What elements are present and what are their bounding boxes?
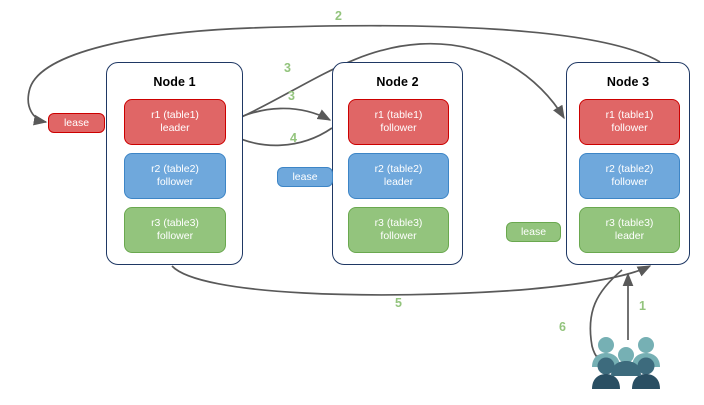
users-icon-svg [592,337,660,389]
node-title-1: Node 1 [153,75,196,89]
replica-node3-r1[interactable]: r1 (table1) follower [579,99,680,145]
replica-node1-r3[interactable]: r3 (table3) follower [124,207,226,253]
replica-node2-r2[interactable]: r2 (table2) leader [348,153,449,199]
replica-node1-r1[interactable]: r1 (table1) leader [124,99,226,145]
lease-badge-r1[interactable]: lease [48,113,105,133]
replica-name: r1 (table1) [151,109,199,121]
lease-badge-r2[interactable]: lease [277,167,333,187]
lease-badge-r3[interactable]: lease [506,222,561,242]
replica-name: r1 (table1) [605,109,654,121]
node-box-3[interactable]: Node 3 r1 (table1) follower r2 (table2) … [566,62,690,265]
replica-node1-r2[interactable]: r2 (table2) follower [124,153,226,199]
replica-role: follower [156,230,194,242]
replica-name: r2 (table2) [605,163,654,175]
node-box-1[interactable]: Node 1 r1 (table1) leader r2 (table2) fo… [106,62,243,265]
replica-role: follower [156,176,194,188]
replica-role: follower [611,176,648,188]
replica-role: follower [611,122,648,134]
replica-role: leader [383,176,414,188]
replica-name: r1 (table1) [374,109,423,121]
step-label-2: 2 [335,9,342,23]
replica-node2-r3[interactable]: r3 (table3) follower [348,207,449,253]
replica-node3-r2[interactable]: r2 (table2) follower [579,153,680,199]
replica-name: r2 (table2) [151,163,199,175]
replica-role: leader [614,230,645,242]
step-label-1: 1 [639,299,646,313]
step-label-3-upper: 3 [284,61,291,75]
step-label-5: 5 [395,296,402,310]
replica-name: r3 (table3) [151,217,199,229]
node-title-2: Node 2 [376,75,419,89]
replica-role: follower [380,122,417,134]
step-label-6: 6 [559,320,566,334]
users-icon [590,333,662,389]
replica-name: r3 (table3) [605,217,654,229]
step-label-3-lower: 3 [288,89,295,103]
step-label-4: 4 [290,131,297,145]
node-box-2[interactable]: Node 2 r1 (table1) follower r2 (table2) … [332,62,463,265]
arrow-step-4 [228,127,333,147]
replica-node2-r1[interactable]: r1 (table1) follower [348,99,449,145]
replica-name: r3 (table3) [374,217,423,229]
arrow-step-5 [171,265,652,296]
node-title-3: Node 3 [606,75,650,89]
replica-role: follower [380,230,417,242]
replica-role: leader [160,122,190,134]
replica-node3-r3[interactable]: r3 (table3) leader [579,207,680,253]
replica-name: r2 (table2) [374,163,423,175]
